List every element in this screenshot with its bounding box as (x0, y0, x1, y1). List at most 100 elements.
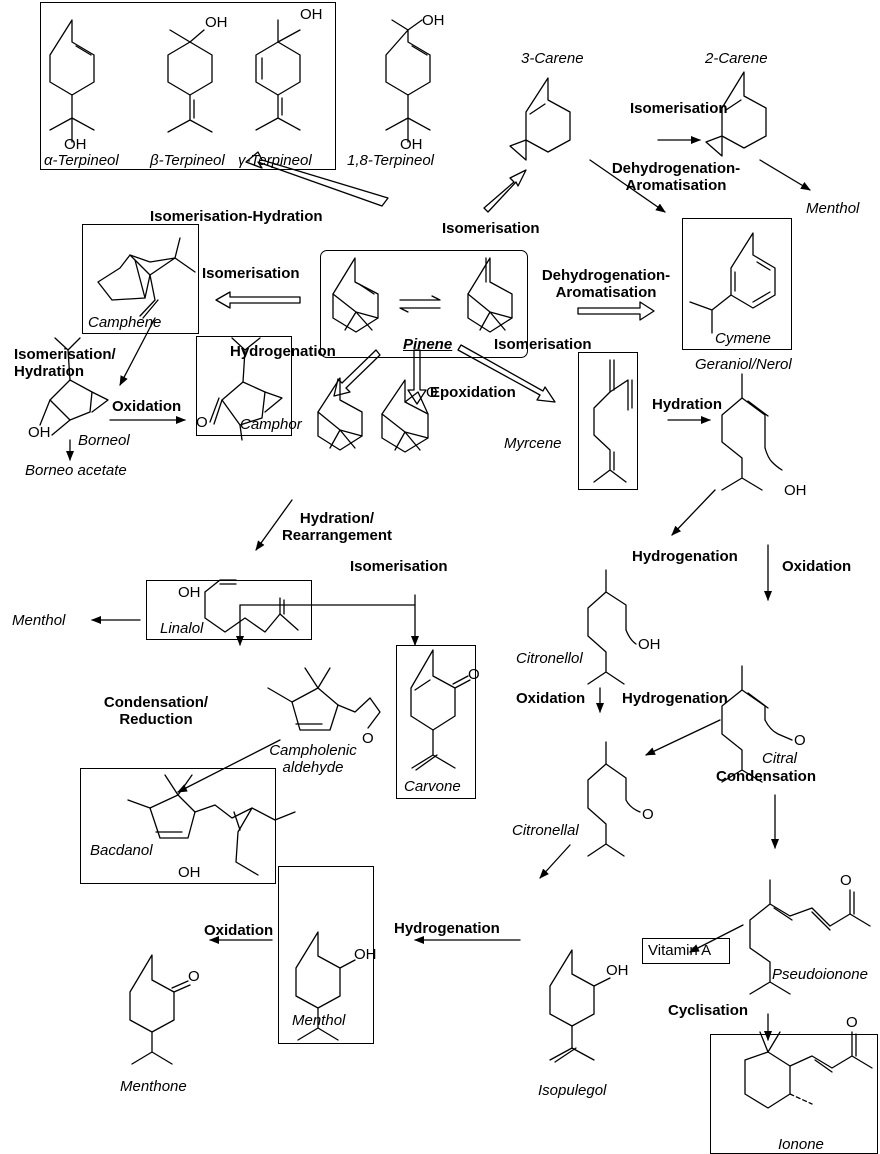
2-carene-structure (705, 71, 767, 157)
2-carene-label: 2-Carene (705, 50, 768, 67)
dehydrogenation-aromatisation-cymene-reaction: Dehydrogenation-Aromatisation (541, 267, 671, 301)
borneo-acetate-label: Borneo acetate (25, 462, 127, 479)
open-arrow-isomerisation-camphene (215, 291, 301, 309)
camphor-box (196, 336, 292, 436)
vitamin-a-box (642, 938, 730, 964)
carvone-structure (410, 649, 471, 771)
citronellol-structure (587, 569, 637, 685)
isomerisation-epoxide-reaction: Isomerisation (350, 558, 448, 575)
citral-label: Citral (762, 750, 798, 767)
ionone-structure (744, 1031, 873, 1109)
carvone-o: O (468, 666, 480, 683)
1-8-terpineol-oh-top: OH (422, 12, 445, 29)
epoxidation-reaction: Epoxidation (430, 384, 516, 401)
pinene-box (320, 250, 528, 358)
bacdanol-oh: OH (178, 864, 201, 881)
borneol-label: Borneol (78, 432, 130, 449)
hydrogenation-citronellol-reaction: Hydrogenation (632, 548, 738, 565)
campholenic-aldehyde-structure (267, 667, 381, 731)
hydration-myrcene-reaction: Hydration (652, 396, 723, 413)
1-8-terpineol-structure (385, 19, 431, 143)
pinene-oxide-structure (381, 379, 429, 453)
isomerisation-carene-reaction: Isomerisation (442, 220, 540, 237)
citral-structure (721, 665, 793, 783)
ionone-label: Ionone (778, 1136, 824, 1153)
myrcene-structure (593, 359, 633, 483)
beta-terpineol-structure (167, 29, 213, 133)
borneol-structure (39, 337, 109, 436)
camphene-box (82, 224, 199, 334)
menthone-label: Menthone (120, 1078, 187, 1095)
isomerisation-hydration-camphene-reaction: Isomerisation/ Hydration (14, 346, 116, 380)
linalol-label: Linalol (160, 620, 204, 637)
1-8-terpineol-label: 1,8-Terpineol (347, 152, 435, 169)
isopulegol-structure (549, 949, 611, 1063)
pinane-structure (317, 377, 363, 451)
geraniol-nerol-label: Geraniol/Nerol (695, 356, 792, 373)
menthone-structure (129, 954, 191, 1065)
geraniol-oh: OH (784, 482, 807, 499)
linalol-oh: OH (178, 584, 201, 601)
menthol-oh: OH (354, 946, 377, 963)
myrcene-box (578, 352, 638, 490)
camphor-structure (209, 337, 283, 441)
isomerisation-myrcene-reaction: Isomerisation (494, 336, 592, 353)
geraniol-structure (721, 373, 783, 491)
citronellol-label: Citronellol (516, 650, 583, 667)
gamma-terpineol-oh: OH (300, 6, 323, 23)
citronellal-label: Citronellal (512, 822, 579, 839)
carvone-box (396, 645, 476, 799)
oxidation-citronellal-reaction: Oxidation (516, 690, 586, 707)
beta-terpineol-oh: OH (205, 14, 228, 31)
cymene-label: Cymene (715, 330, 771, 347)
camphor-o: O (196, 414, 208, 431)
cymene-structure (689, 232, 776, 334)
bacdanol-label: Bacdanol (90, 842, 153, 859)
isopulegol-oh: OH (606, 962, 629, 979)
citronellal-structure (587, 741, 641, 857)
oxidation-borneol-reaction: Oxidation (112, 398, 182, 415)
condensation-reaction: Condensation (716, 768, 816, 785)
pinene-label: Pinene (403, 336, 453, 353)
campholenic-aldehyde-o: O (362, 730, 374, 747)
bacdanol-box (80, 768, 276, 884)
cyclisation-reaction: Cyclisation (668, 1002, 749, 1019)
alpha-terpineol-label: α-Terpineol (44, 152, 119, 169)
beta-terpineol-label: β-Terpineol (150, 152, 225, 169)
open-arrow-isomerisation-carene (483, 169, 527, 213)
open-arrow-isomerisation-hydration (245, 151, 389, 207)
gamma-terpineol-structure (255, 19, 301, 131)
borneol-oh: OH (28, 424, 51, 441)
camphene-label: Camphene (88, 314, 162, 331)
campholenic-aldehyde-label: Campholenic aldehyde (269, 742, 357, 776)
myrcene-label: Myrcene (504, 435, 562, 452)
carvone-label: Carvone (404, 778, 461, 795)
citronellal-o: O (642, 806, 654, 823)
open-arrow-isomerisation-myrcene (457, 344, 556, 403)
hydrogenation-pinane-reaction: Hydrogenation (230, 343, 336, 360)
menthol-label-boxed: Menthol (292, 1012, 346, 1029)
cymene-box (682, 218, 792, 350)
camphor-label: Camphor (240, 416, 302, 433)
hydration-rearrangement-reaction: Hydration/ Rearrangement (281, 510, 393, 544)
ionone-o: O (846, 1014, 858, 1031)
menthol-label-middle-left: Menthol (12, 612, 66, 629)
oxidation-menthone-reaction: Oxidation (204, 922, 274, 939)
camphene-structure (97, 237, 196, 319)
3-carene-label: 3-Carene (521, 50, 584, 67)
menthol-label-top-right: Menthol (806, 200, 860, 217)
menthol-structure (295, 931, 356, 1041)
dehydrogenation-aromatisation-carene-reaction: Dehydrogenation-Aromatisation (611, 160, 741, 194)
isomerisation-camphene-reaction: Isomerisation (202, 265, 300, 282)
pseudoionone-o: O (840, 872, 852, 889)
citronellol-oh: OH (638, 636, 661, 653)
open-arrow-epoxidation (407, 349, 427, 405)
gamma-terpineol-label: γ-Terpineol (238, 152, 312, 169)
terpineol-group-box (40, 2, 336, 170)
pinene-structures (332, 257, 513, 333)
citral-o: O (794, 732, 806, 749)
open-arrow-hydrogenation (333, 349, 381, 397)
menthone-o: O (188, 968, 200, 985)
3-carene-structure (509, 77, 571, 161)
